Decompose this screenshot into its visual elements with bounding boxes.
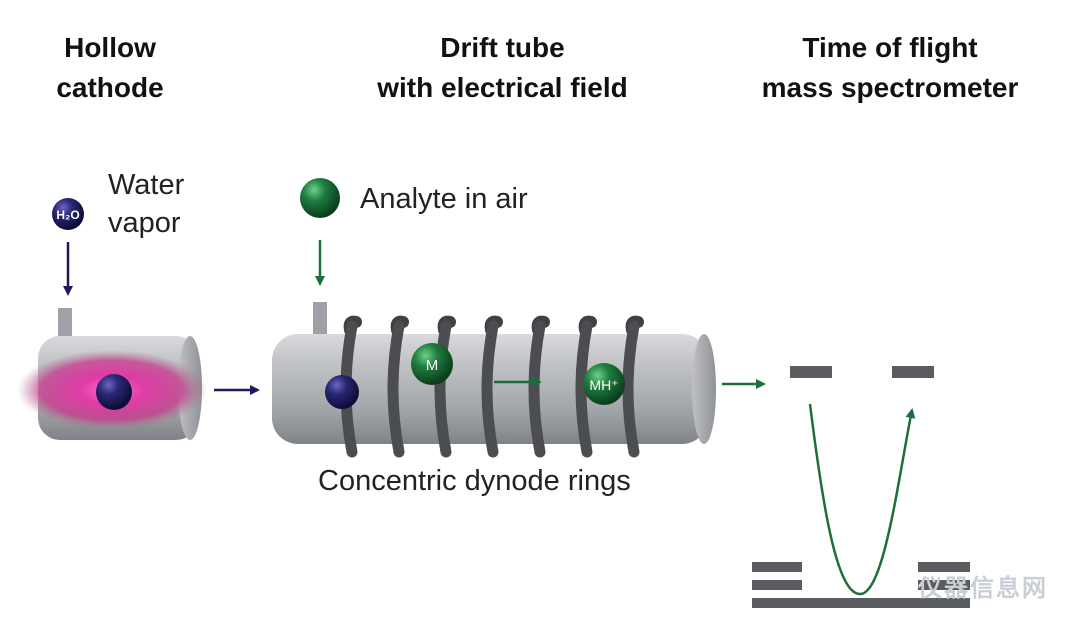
dynode-ring [575,320,593,458]
mh-text: MH⁺ [589,377,618,393]
cathode-ion-icon [96,374,132,410]
water-vapor-label: Water vapor [108,169,185,239]
h2o-molecule-icon [52,198,84,230]
tof-plates [752,366,970,608]
tof-title: Time of flight mass spectrometer [761,32,1019,103]
drift-tube-title: Drift tube with electrical field [377,32,628,103]
reflectron-plate [918,562,970,572]
dynode-ring [622,320,640,458]
reactant-ion-icon [325,375,359,409]
dynode-ring [481,320,499,458]
mh-ion-icon [583,363,625,405]
reflectron-plate [918,580,970,590]
analyte-molecule-icon [300,178,340,218]
ion-flight-path [808,403,916,596]
m-molecule-icon [411,343,453,385]
m-text: M [426,357,439,374]
entrance-plate [790,366,832,378]
analyte-label: Analyte in air [360,183,528,215]
exit-plate [892,366,934,378]
hollow-cathode-cylinder [17,308,207,440]
dynode-ring [434,320,452,458]
dynode-ring [528,320,546,458]
reflectron-plate [752,562,802,572]
dynode-rings-label: Concentric dynode rings [318,465,631,497]
h2o-text: H₂O [56,208,79,222]
watermark: 仪器信息网 [918,575,1048,602]
dynode-rings [340,320,640,458]
reflectron-plate [752,580,802,590]
hollow-cathode-title: Hollow cathode [56,32,164,103]
reflectron-base-plate [752,598,970,608]
dynode-ring [387,320,405,458]
